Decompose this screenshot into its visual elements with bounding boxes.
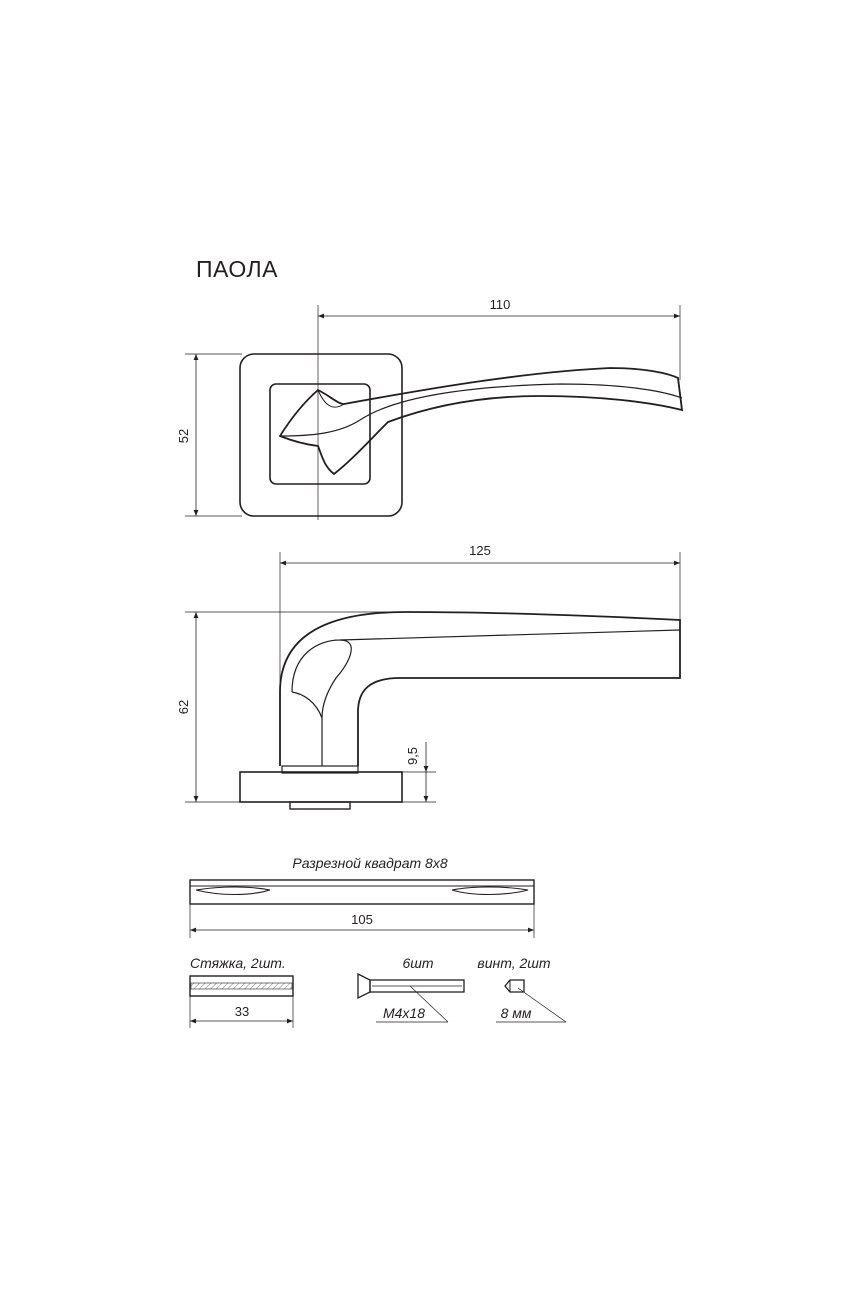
side-view: 125 62 9,5 (176, 543, 681, 810)
rose-base (239, 771, 403, 803)
screw: 6шт М4х18 (357, 955, 465, 1023)
dim-125: 125 (469, 543, 491, 558)
dim-105: 105 (351, 912, 373, 927)
dim-9-5: 9,5 (405, 747, 420, 765)
set-screw: винт, 2шт 8 мм (477, 955, 567, 1023)
screw-size-label: М4х18 (383, 1005, 425, 1021)
coupling: Стяжка, 2шт. 33 (189, 955, 294, 1028)
lever-top-ridge2 (317, 389, 345, 408)
rose-spindle-boss (289, 801, 351, 810)
spindle-label: Разрезной квадрат 8х8 (292, 855, 447, 871)
dim-52: 52 (176, 429, 191, 443)
lever-top-outline (278, 367, 684, 476)
top-view: 110 52 (176, 297, 684, 520)
dim-33: 33 (235, 1004, 249, 1019)
spindle: Разрезной квадрат 8х8 105 (189, 855, 535, 938)
lever-side-inner (291, 629, 681, 693)
dim-110: 110 (490, 297, 511, 312)
rose-inner (269, 383, 371, 485)
set-screw-size-label: 8 мм (501, 1005, 532, 1021)
set-screw-label: винт, 2шт (477, 955, 550, 971)
dim-62: 62 (176, 700, 191, 714)
page-title: ПАОЛА (196, 256, 278, 282)
coupling-label: Стяжка, 2шт. (190, 955, 286, 971)
lever-side-outline (279, 611, 681, 766)
lever-top-ridge (279, 383, 683, 437)
rose-outer (239, 353, 403, 517)
screw-qty-label: 6шт (402, 955, 433, 971)
